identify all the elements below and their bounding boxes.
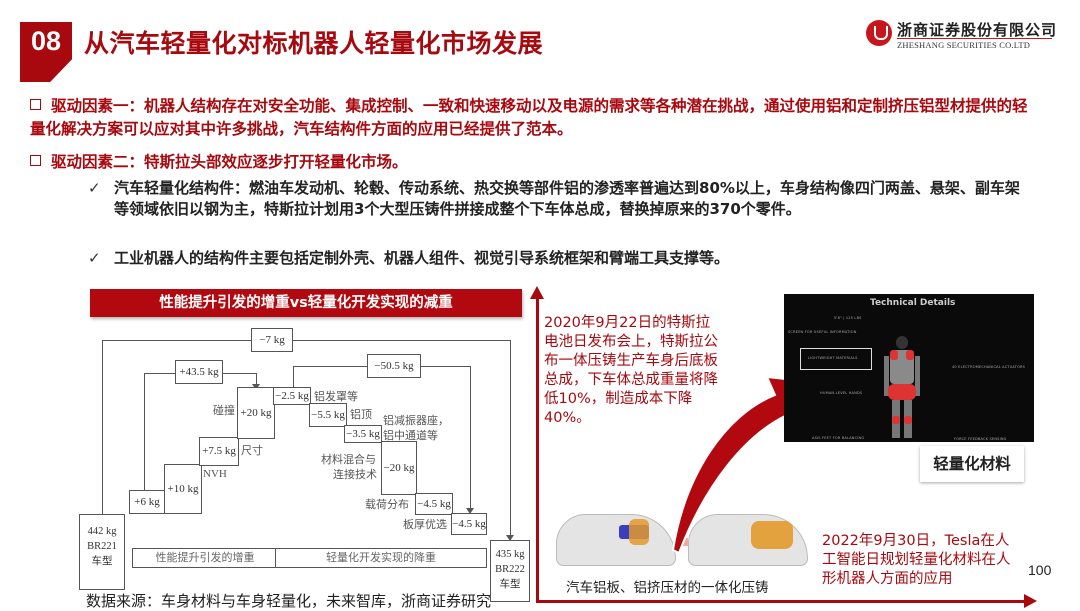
decrease-label-line2: 铝中通道等 [383, 430, 438, 442]
bullet-driver-1: 驱动因素一：机器人结构存在对安全功能、集成控制、一致和快速移动以及电源的需求等各… [30, 95, 1030, 141]
robot-spec-sensing: FORCE FEEDBACK SENSING [954, 437, 1007, 441]
robot-spec-materials: LIGHTWEIGHT MATERIALS [808, 356, 858, 360]
car-body-images [548, 502, 808, 572]
sub-bullet-auto: ✓ 汽车轻量化结构件：燃油车发动机、轮毂、传动系统、热交换等部件铝的渗透率普遍达… [88, 178, 1028, 220]
decrease-label: 铝发罩等 [314, 391, 358, 403]
logo-divider [897, 38, 1052, 39]
robot-image-title: Technical Details [870, 298, 956, 308]
increase-bar: +7.5 kg [199, 437, 239, 466]
arrow-right-icon [1024, 594, 1037, 608]
connector-line [256, 373, 257, 387]
start-suffix: 车型 [91, 556, 113, 567]
start-model: BR221 [87, 541, 117, 552]
lightweight-materials-callout [800, 348, 872, 370]
increase-bar: +6 kg [129, 490, 165, 514]
sub-bullet-text: 工业机器人的结构件主要包括定制外壳、机器人组件、视觉引导系统框架和臂端工具支撑等… [114, 249, 730, 267]
end-weight: 435 kg [495, 549, 525, 560]
decrease-label-line2: 连接技术 [333, 469, 377, 481]
robot-spec-height: 5'8" | 125 LBS [834, 316, 862, 320]
legend-increase: 性能提升引发的增重 [132, 548, 278, 568]
car-body-before [556, 514, 676, 566]
start-weight: 442 kg [87, 526, 117, 537]
decrease-bar: −20 kg [381, 441, 417, 495]
increase-bar: +10 kg [164, 464, 202, 514]
connector-line [510, 340, 511, 540]
square-bullet-icon [30, 155, 41, 166]
increase-label: NVH [203, 468, 227, 480]
robot-spec-hands: HUMAN-LEVEL HANDS [820, 391, 863, 395]
end-weight-box: 435 kg BR222 车型 [490, 540, 530, 602]
decrease-bar: −2.5 kg [273, 387, 311, 405]
increase-total-box: +43.5 kg [175, 360, 223, 384]
bullet-text: 驱动因素二：特斯拉头部效应逐步打开轻量化市场。 [51, 153, 408, 171]
connector-line [102, 340, 103, 540]
end-model: BR222 [495, 564, 525, 575]
connector-line [470, 366, 471, 512]
decrease-label: 铝减振器座， [383, 415, 449, 427]
increase-label: 碰撞 [213, 405, 235, 417]
bullet-driver-2: 驱动因素二：特斯拉头部效应逐步打开轻量化市场。 [30, 151, 1030, 174]
section-number: 08 [30, 26, 62, 56]
timeline-horizontal-axis [536, 600, 1026, 603]
square-bullet-icon [30, 99, 41, 110]
lightweight-materials-label: 轻量化材料 [920, 446, 1024, 482]
decrease-label: 铝顶 [350, 409, 372, 421]
car-body-after [688, 514, 808, 566]
robot-figure [884, 336, 920, 440]
waterfall-title: 性能提升引发的增重vs轻量化开发实现的减重 [90, 289, 522, 317]
page-number: 100 [1028, 562, 1052, 578]
increase-label: 尺寸 [241, 445, 263, 457]
waterfall-diagram: −7 kg +43.5 kg −50.5 kg +6 kg 布置 +10 kg … [75, 318, 535, 602]
decrease-label: 材料混合与 [321, 454, 376, 466]
bullet-text: 驱动因素一：机器人结构存在对安全功能、集成控制、一致和快速移动以及电源的需求等各… [30, 97, 1028, 138]
decrease-bar: −5.5 kg [309, 403, 347, 427]
legend-decrease: 轻量化开发实现的降重 [275, 548, 487, 568]
arrow-down-icon [466, 508, 474, 514]
connector-line [102, 340, 510, 341]
robot-spec-feet: ASIS FEET FOR BALANCING [812, 436, 865, 440]
checkmark-icon: ✓ [88, 179, 101, 197]
end-suffix: 车型 [499, 579, 521, 590]
timeline-vertical-axis [536, 298, 539, 603]
tesla-bot-image: 5'8" | 125 LBS SCREEN FOR USEFUL INFORMA… [784, 294, 1034, 442]
decrease-total-box: −50.5 kg [367, 354, 421, 378]
connector-line [293, 366, 294, 390]
decrease-bar: −4.5 kg [451, 513, 487, 535]
annotation-2022: 2022年9月30日，Tesla在人工智能日规划轻量化材料在人形机器人方面的应用 [822, 533, 1011, 587]
annotation-2020: 2020年9月22日的特斯拉电池日发布会上，特斯拉公布一体压铸生产车身后底板总成… [544, 315, 718, 426]
robot-spec-actuators: 40 ELECTROMECHANICAL ACTUATORS [952, 365, 1026, 369]
robot-spec-screen: SCREEN FOR USEFUL INFORMATION [788, 330, 857, 334]
start-weight-box: 442 kg BR221 车型 [79, 514, 125, 590]
company-name-en: ZHESHANG SECURITIES CO.LTD [897, 40, 1031, 50]
company-name-cn: 浙商证券股份有限公司 [897, 21, 1058, 39]
decrease-label: 板厚优选 [403, 519, 447, 531]
decrease-bar: −4.5 kg [415, 493, 453, 515]
sub-bullet-robot: ✓ 工业机器人的结构件主要包括定制外壳、机器人组件、视觉引导系统框架和臂端工具支… [88, 248, 1028, 269]
arrow-up-icon [530, 286, 544, 299]
page-title: 从汽车轻量化对标机器人轻量化市场发展 [84, 29, 544, 58]
decrease-bar: −3.5 kg [344, 425, 382, 443]
data-source: 数据来源：车身材料与车身轻量化，未来智库，浙商证券研究 [86, 592, 492, 610]
company-logo-icon [866, 20, 892, 46]
arrow-down-icon [506, 535, 514, 541]
net-change-box: −7 kg [251, 328, 293, 352]
decrease-label: 载荷分布 [365, 499, 409, 511]
sub-bullet-text: 汽车轻量化结构件：燃油车发动机、轮毂、传动系统、热交换等部件铝的渗透率普遍达到8… [114, 179, 1020, 218]
increase-bar: +20 kg [237, 387, 275, 439]
checkmark-icon: ✓ [88, 249, 101, 267]
connector-line [144, 373, 145, 493]
car-caption: 汽车铝板、铝挤压材的一体化压铸 [566, 580, 769, 596]
